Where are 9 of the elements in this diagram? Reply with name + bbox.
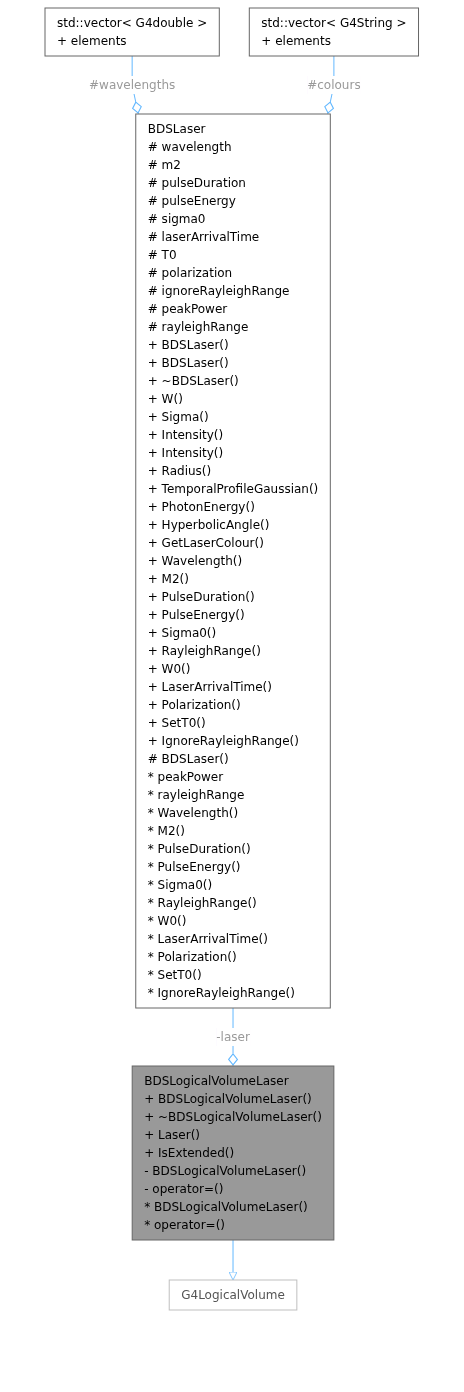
edge-label: -laser: [216, 1030, 251, 1044]
edge-label: #colours: [307, 78, 361, 92]
node-box: BDSLogicalVolumeLaser + BDSLogicalVolumeLaser() + ~BDSLogicalVolumeLaser() + Laser() + IsExtended() - BDSLogicalVolumeLaser() - operator=() * BDSLogicalVolumeLaser() * operator=(): [131, 1065, 335, 1241]
node-box: std::vector< G4String > + elements: [249, 7, 420, 57]
node-box: BDSLaser # wavelength # m2 # pulseDuration # pulseEnergy # sigma0 # laserArrivalTime # T0 # polarization # ignoreRayleighRange # peakPower # rayleighRange + BDSLaser() + BDSLaser() + ~BDSLaser() + W() + Sigma() + Intensity() + Intensity() + Radius() + TemporalProfileGaussian() + PhotonEnergy() + HyperbolicAngle() + GetLaserColour() + Wavelength() + M2() + PulseDuration() + PulseEnergy() + Sigma0() + RayleighRange() + W0() + LaserArrivalTime() + Polarization() + SetT0() + IgnoreRayleighRange() # BDSLaser() * peakPower * rayleighRange * Wavelength() * M2() * PulseDuration() * PulseEnergy() * Sigma0() * RayleighRange() * W0() * LaserArrivalTime() * Polarization() * SetT0() * IgnoreRayleighRange(): [135, 113, 332, 1009]
edge-label: #wavelengths: [89, 78, 176, 92]
node-box: std::vector< G4double > + elements: [44, 7, 221, 57]
node-box: G4LogicalVolume: [168, 1279, 298, 1311]
arrow: [228, 1239, 238, 1281]
